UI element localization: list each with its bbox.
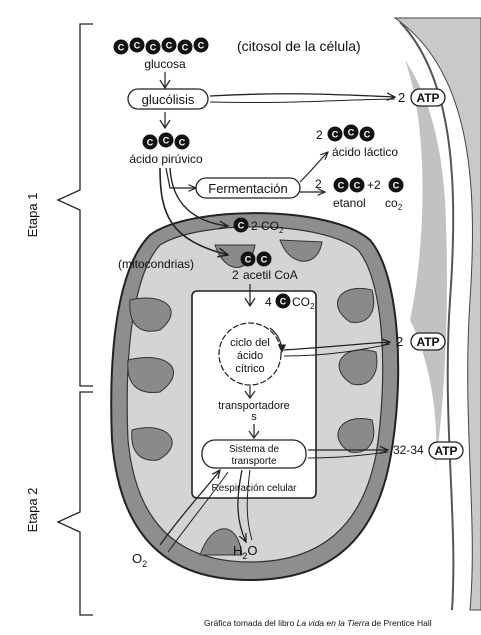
krebs-co2-count: 4 bbox=[265, 295, 272, 309]
glycolysis-atp-count: 2 bbox=[398, 90, 405, 105]
glycolysis-to-pyruvate-arrow bbox=[160, 112, 170, 128]
lactic-carbons: C C C bbox=[328, 125, 375, 142]
fermentation-label: Fermentación bbox=[208, 181, 287, 196]
krebs-atp-count: 2 bbox=[396, 334, 403, 349]
fermentation-to-lactic-arrow bbox=[300, 152, 328, 182]
co2-carbon: C bbox=[389, 178, 404, 193]
svg-text:C: C bbox=[163, 135, 170, 145]
system-line1: Sistema de bbox=[229, 444, 279, 455]
stage2-label: Etapa 2 bbox=[25, 488, 40, 533]
svg-text:C: C bbox=[393, 180, 400, 190]
glucose-to-glycolysis-arrow bbox=[160, 72, 170, 88]
svg-text:C: C bbox=[118, 42, 125, 52]
svg-text:C: C bbox=[182, 42, 189, 52]
svg-text:C: C bbox=[179, 137, 186, 147]
atp-badge-glycolysis: ATP bbox=[411, 89, 445, 106]
ethanol-count: 2 bbox=[315, 177, 322, 191]
svg-text:C: C bbox=[332, 129, 339, 139]
stage1-bracket bbox=[58, 24, 93, 386]
svg-text:C: C bbox=[261, 254, 268, 264]
cycle-line3: cítrico bbox=[235, 363, 264, 375]
chain-atp-count: 32-34 bbox=[393, 443, 424, 457]
co2-release-carbon: C bbox=[234, 218, 249, 233]
pyruvate-label: ácido pirúvico bbox=[129, 152, 203, 166]
transporters-line2: s bbox=[251, 411, 257, 423]
svg-text:C: C bbox=[354, 180, 361, 190]
ethanol-label: etanol bbox=[333, 196, 366, 210]
svg-text:C: C bbox=[150, 42, 157, 52]
glucose-label: glucosa bbox=[144, 57, 186, 71]
glycolysis-label: glucólisis bbox=[142, 92, 195, 107]
stage1-label: Etapa 1 bbox=[25, 193, 40, 238]
svg-text:C: C bbox=[166, 40, 173, 50]
source-caption: Gráfica tomada del libro La vida en la T… bbox=[204, 618, 432, 628]
krebs-co2-carbon: C bbox=[276, 294, 291, 309]
svg-text:ATP: ATP bbox=[416, 91, 439, 105]
lactic-count: 2 bbox=[316, 128, 323, 142]
mitochondria-label: (mitocondrias) bbox=[118, 257, 194, 271]
fermentation-co2-label: co2 bbox=[385, 196, 403, 212]
svg-text:C: C bbox=[147, 137, 154, 147]
svg-text:ATP: ATP bbox=[416, 335, 439, 349]
acetyl-count: 2 bbox=[232, 268, 239, 282]
svg-text:C: C bbox=[134, 40, 141, 50]
cycle-line1: ciclo del bbox=[230, 337, 270, 349]
glycolysis-atp-arrow bbox=[210, 94, 395, 97]
ethanol-plus: +2 bbox=[367, 178, 381, 192]
pyruvate-carbons: C C C bbox=[143, 133, 190, 150]
ethanol-carbons: C C bbox=[334, 178, 365, 193]
glucose-carbons: C C C C C C bbox=[114, 38, 209, 55]
svg-text:C: C bbox=[198, 40, 205, 50]
o2-label: O2 bbox=[132, 551, 147, 569]
svg-text:C: C bbox=[338, 180, 345, 190]
respiration-label: Respiración celular bbox=[211, 483, 297, 494]
atp-badge-chain: ATP bbox=[429, 442, 463, 459]
cycle-line2: ácido bbox=[237, 350, 263, 362]
atp-badge-krebs: ATP bbox=[411, 333, 445, 350]
svg-text:C: C bbox=[364, 129, 371, 139]
lactic-label: ácido láctico bbox=[332, 145, 398, 159]
svg-text:C: C bbox=[348, 127, 355, 137]
system-line2: transporte bbox=[231, 456, 276, 467]
cell-shading bbox=[405, 60, 447, 470]
cytosol-label: (citosol de la célula) bbox=[237, 38, 361, 54]
svg-text:C: C bbox=[238, 220, 245, 230]
acetyl-label: acetil CoA bbox=[243, 268, 298, 282]
svg-text:C: C bbox=[245, 254, 252, 264]
svg-text:C: C bbox=[280, 296, 287, 306]
svg-text:ATP: ATP bbox=[434, 444, 457, 458]
stage2-bracket bbox=[58, 392, 93, 615]
